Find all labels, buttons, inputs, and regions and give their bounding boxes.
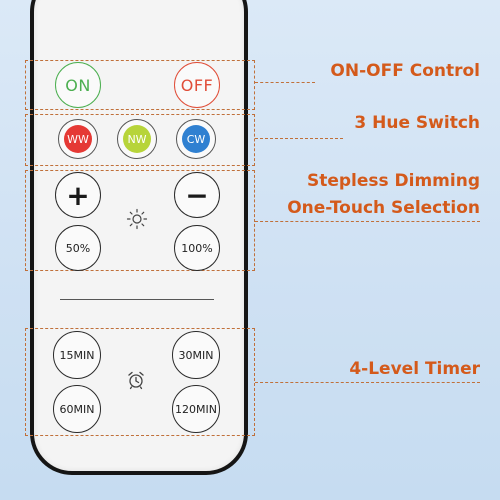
sun-icon bbox=[126, 208, 148, 230]
timer-15min-button[interactable]: 15MIN bbox=[53, 331, 101, 379]
dimming-highlight bbox=[25, 170, 255, 271]
on-button[interactable]: ON bbox=[55, 62, 101, 108]
hue-highlight bbox=[25, 114, 255, 166]
cool-white-label: CW bbox=[182, 125, 210, 153]
hue-label: 3 Hue Switch bbox=[354, 113, 480, 133]
divider-line bbox=[60, 299, 214, 300]
timer-label: 4-Level Timer bbox=[349, 359, 480, 379]
timer-60min-button[interactable]: 60MIN bbox=[53, 385, 101, 433]
dimming-leader bbox=[255, 221, 480, 222]
natural-white-label: NW bbox=[123, 125, 151, 153]
brightness-50-button[interactable]: 50% bbox=[55, 225, 101, 271]
timer-30min-button[interactable]: 30MIN bbox=[172, 331, 220, 379]
onoff-leader bbox=[255, 82, 315, 83]
brightness-down-button[interactable]: − bbox=[174, 172, 220, 218]
timer-leader bbox=[255, 382, 480, 383]
warm-white-label: WW bbox=[64, 125, 92, 153]
brightness-100-button[interactable]: 100% bbox=[174, 225, 220, 271]
off-button[interactable]: OFF bbox=[174, 62, 220, 108]
alarm-clock-icon bbox=[128, 371, 144, 390]
brightness-up-button[interactable]: + bbox=[55, 172, 101, 218]
timer-highlight bbox=[25, 328, 255, 436]
dimming-label: Stepless Dimming bbox=[306, 171, 480, 191]
warm-white-button[interactable]: WW bbox=[58, 119, 98, 159]
natural-white-button[interactable]: NW bbox=[117, 119, 157, 159]
onoff-label: ON-OFF Control bbox=[330, 61, 480, 81]
onetouch-label: One-Touch Selection bbox=[287, 198, 480, 218]
timer-120min-button[interactable]: 120MIN bbox=[172, 385, 220, 433]
cool-white-button[interactable]: CW bbox=[176, 119, 216, 159]
onoff-highlight bbox=[25, 60, 255, 110]
hue-leader bbox=[255, 138, 343, 139]
